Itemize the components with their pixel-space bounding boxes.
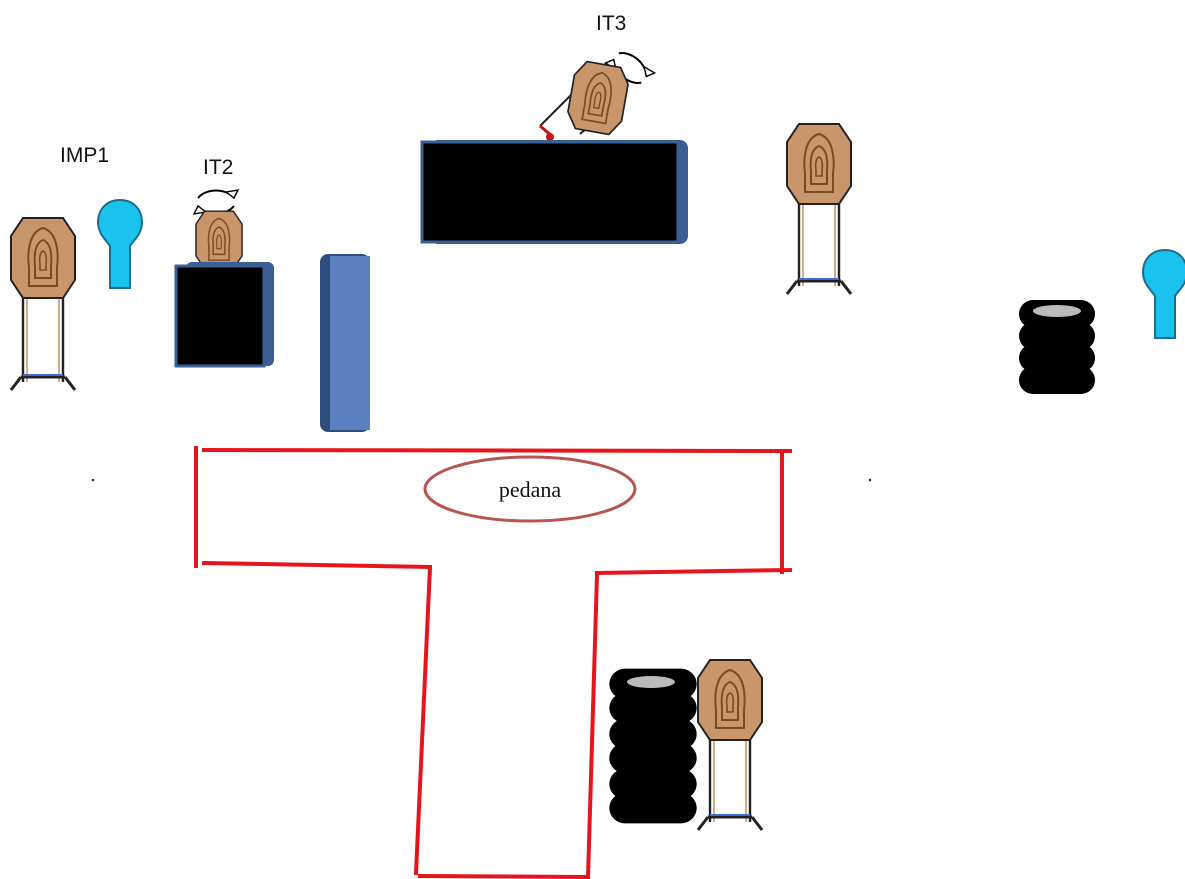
- shooting-area-boundary: [194, 446, 793, 879]
- it3-label: IT3: [596, 12, 626, 35]
- popper-icon-imp1: [97, 199, 143, 289]
- paper-target-right-upper: [785, 123, 853, 296]
- imp1-label: IMP1: [60, 144, 109, 167]
- popper-icon-right: [1142, 249, 1185, 339]
- paper-target-bottom: [696, 659, 764, 832]
- tire-stack-icon-bottom: [609, 668, 697, 824]
- tire-stack-icon-right: [1019, 300, 1095, 394]
- pedana-label: pedana: [499, 477, 562, 502]
- paper-target-left: [9, 217, 77, 392]
- rotation-arrow-icon-it2: [193, 189, 239, 215]
- wall-panel: [320, 254, 370, 432]
- marker-dot-left: [91, 478, 95, 482]
- paper-target-it2: [195, 210, 243, 270]
- marker-dot-right: [868, 478, 872, 482]
- barricade-small: [174, 262, 274, 368]
- pedana-area: pedana: [423, 455, 637, 523]
- barricade-large: [420, 140, 688, 244]
- it2-label: IT2: [203, 156, 233, 179]
- paper-target-it3: [539, 58, 632, 141]
